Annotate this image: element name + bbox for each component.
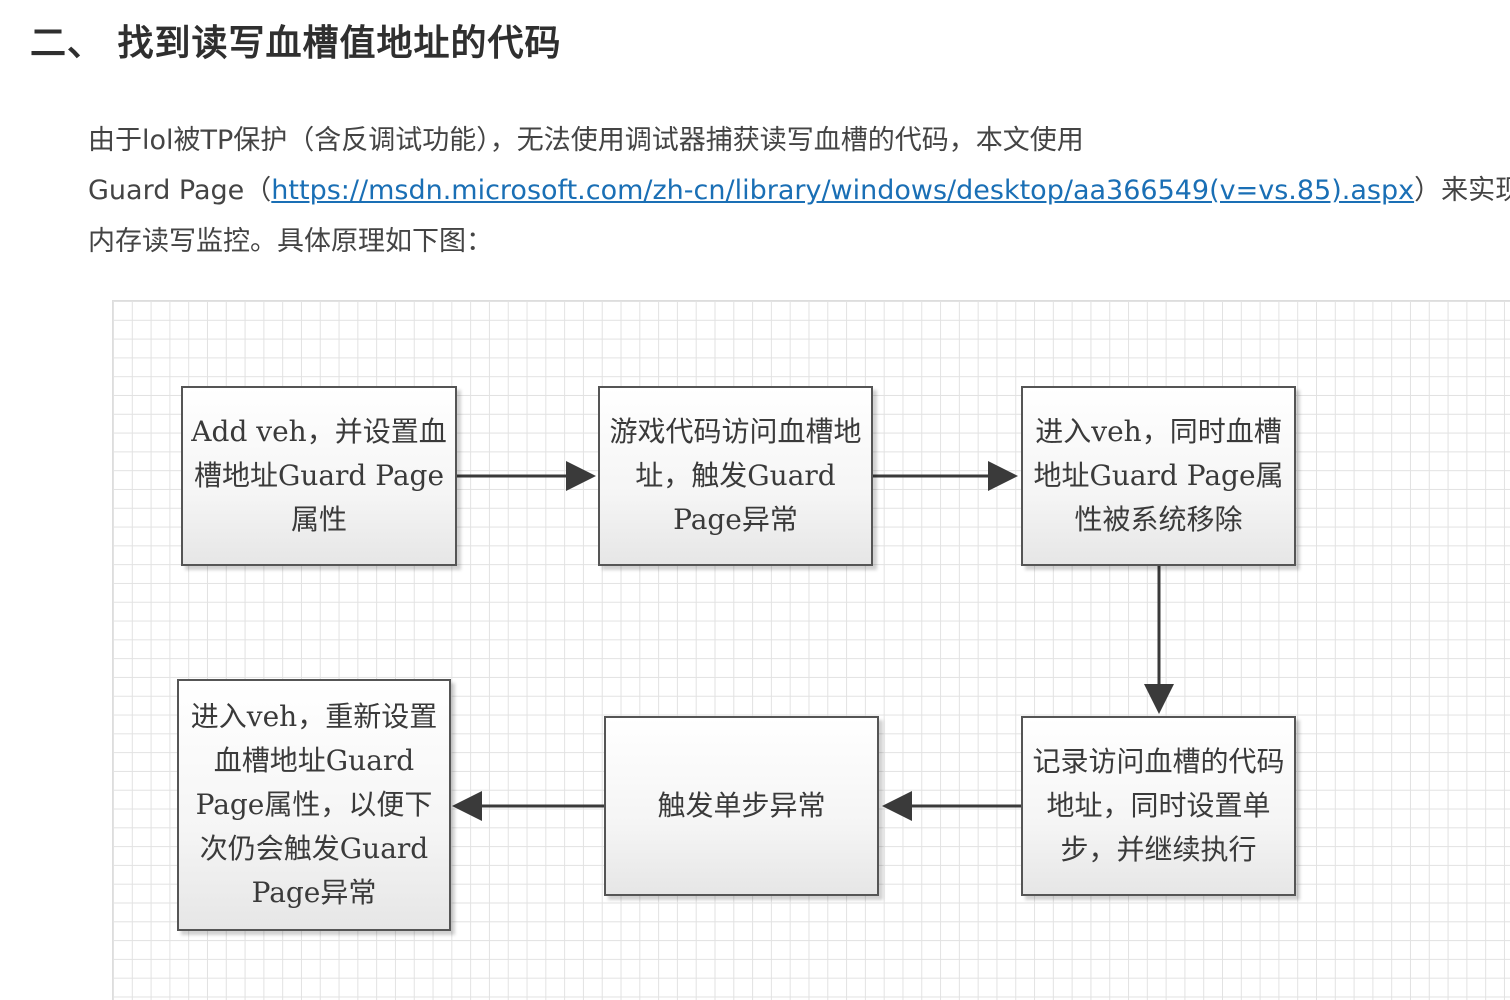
- flow-step-single-step-label: 触发单步异常: [657, 789, 826, 822]
- flowchart-arrows: [452, 461, 1174, 821]
- paragraph-line-3: 内存读写监控。具体原理如下图：: [88, 226, 493, 257]
- section-heading: 二、 找到读写血槽值地址的代码: [30, 23, 562, 64]
- flow-step-game-access-label: 游戏代码访问血槽地址，触发Guard Page异常: [609, 415, 862, 536]
- flow-step-game-access: 游戏代码访问血槽地址，触发Guard Page异常: [598, 386, 873, 566]
- paragraph-line-2: Guard Page（https://msdn.microsoft.com/zh…: [88, 168, 1510, 207]
- flow-step-add-veh: Add veh，并设置血槽地址Guard Page属性: [181, 386, 457, 566]
- flow-step-add-veh-label: Add veh，并设置血槽地址Guard Page属性: [191, 415, 447, 536]
- flow-step-record-address-label: 记录访问血槽的代码地址，同时设置单步，并继续执行: [1032, 745, 1285, 866]
- flow-step-enter-veh-removed-label: 进入veh，同时血槽地址Guard Page属性被系统移除: [1033, 415, 1284, 536]
- flow-step-record-address: 记录访问血槽的代码地址，同时设置单步，并继续执行: [1021, 716, 1296, 896]
- flow-step-single-step: 触发单步异常: [604, 716, 879, 896]
- flowchart-figure: Add veh，并设置血槽地址Guard Page属性 游戏代码访问血槽地址，触…: [112, 300, 1510, 1000]
- paragraph-line-2-prefix: Guard Page（: [88, 175, 272, 206]
- flow-step-reset-guard-label: 进入veh，重新设置血槽地址Guard Page属性，以便下次仍会触发Guard…: [190, 700, 438, 909]
- paragraph-line-2-suffix: ）来实现: [1414, 175, 1510, 206]
- msdn-guard-page-link[interactable]: https://msdn.microsoft.com/zh-cn/library…: [271, 175, 1415, 206]
- flow-step-enter-veh-removed: 进入veh，同时血槽地址Guard Page属性被系统移除: [1021, 386, 1296, 566]
- paragraph-line-1: 由于lol被TP保护（含反调试功能），无法使用调试器捕获读写血槽的代码，本文使用: [88, 125, 1084, 156]
- flow-step-reset-guard: 进入veh，重新设置血槽地址Guard Page属性，以便下次仍会触发Guard…: [177, 679, 451, 931]
